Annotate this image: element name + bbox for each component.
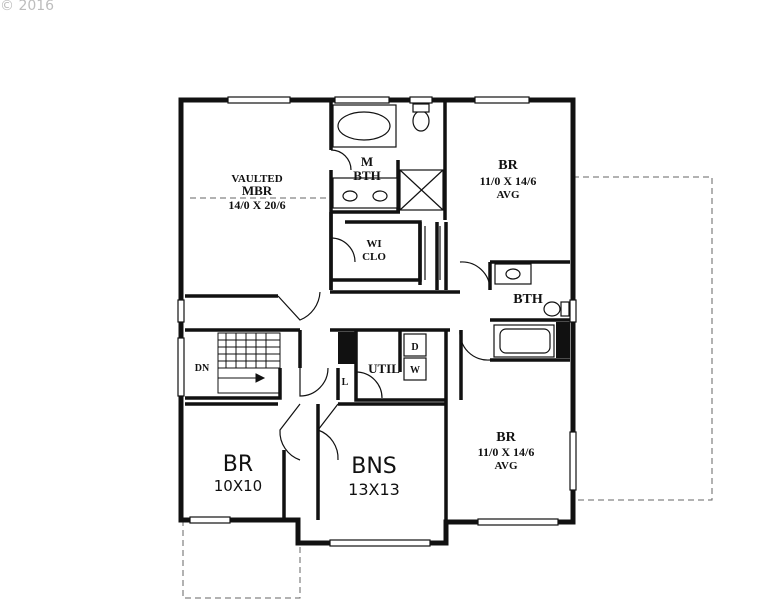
master-toilet <box>412 110 430 132</box>
fixtures <box>332 103 570 381</box>
label-bedroom-ne-note: AVG <box>496 189 519 201</box>
label-closet-line1: WI <box>366 238 381 250</box>
dashed-outline-garage <box>182 176 713 599</box>
label-master-line1: VAULTED <box>231 173 282 185</box>
door-swings <box>277 149 491 461</box>
label-linen: L <box>342 377 349 388</box>
copyright-text: © 2016 <box>0 0 55 14</box>
label-closet-line2: CLO <box>362 251 386 263</box>
label-master-bath-line2: BTH <box>353 168 380 183</box>
washer-box <box>403 357 427 381</box>
label-washer: W <box>410 365 420 376</box>
label-bedroom-se-name: BR <box>496 430 516 445</box>
label-bath: BTH <box>513 292 543 307</box>
label-bedroom-se-size: 11/0 X 14/6 <box>478 445 535 459</box>
label-bonus-name: BNS <box>351 454 397 479</box>
label-bonus-size: 13X13 <box>348 480 400 499</box>
label-dryer: D <box>411 342 418 353</box>
stair-treads <box>217 332 281 394</box>
label-stairs: DN <box>195 363 210 374</box>
interior-walls <box>185 100 570 522</box>
label-utility: UTIL <box>368 361 400 376</box>
label-bedroom-sw-size: 10X10 <box>214 477 262 495</box>
dryer-box <box>403 333 427 357</box>
label-bedroom-ne-size: 11/0 X 14/6 <box>480 174 537 188</box>
label-master-line2: MBR <box>242 183 273 198</box>
label-bedroom-sw-name: BR <box>223 452 253 477</box>
label-master-size: 14/0 X 20/6 <box>228 198 285 212</box>
wall-fills <box>338 322 570 364</box>
windows <box>177 96 577 547</box>
label-master-bath-line1: M <box>361 154 373 169</box>
label-bedroom-ne-name: BR <box>498 158 518 173</box>
label-bedroom-se-note: AVG <box>494 460 517 472</box>
bath-toilet <box>543 301 561 317</box>
